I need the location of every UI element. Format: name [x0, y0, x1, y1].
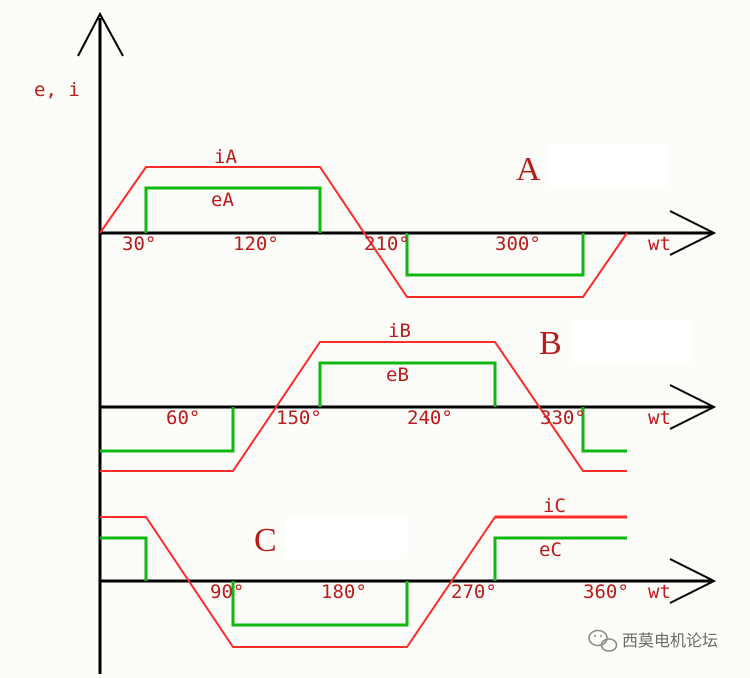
phase-b-axis-label: wt	[648, 407, 671, 429]
phase-b-current-waveform	[100, 341, 627, 472]
phase-c-emf-waveform-negative	[231, 581, 409, 627]
phase-c-current-label: iC	[543, 495, 566, 517]
phase-c-emf-label: eC	[539, 539, 562, 561]
phase-b-tick-label: 240°	[407, 407, 453, 429]
phase-b-label: B	[539, 325, 562, 362]
phase-c-tick-label: 360°	[583, 581, 629, 603]
phase-a-tick-label: 120°	[233, 233, 279, 255]
phase-a-emf-waveform-negative	[405, 233, 585, 277]
phase-b-tick-label: 60°	[166, 407, 200, 429]
vertical-axis	[77, 11, 124, 674]
y-axis-label: e, i	[34, 79, 80, 101]
phase-b-emf-waveform	[100, 407, 235, 453]
watermark: 西莫电机论坛	[588, 629, 718, 652]
phase-a-current-label: iA	[214, 146, 237, 168]
phase-a-panel	[548, 145, 669, 186]
phase-b-group: B iB eB 60° 150° 240° 330° wt	[100, 320, 717, 472]
phase-a-emf-label: eA	[211, 189, 234, 211]
phase-b-emf-waveform-negative	[581, 407, 627, 453]
phase-b-time-axis	[100, 384, 717, 430]
phase-a-group: A iA eA 30° 120° 210° 300° wt	[99, 145, 717, 298]
phase-c-tick-label: 180°	[321, 581, 367, 603]
phase-b-panel	[571, 321, 692, 362]
phase-c-emf-waveform-positive	[493, 536, 627, 581]
phase-a-label: A	[516, 151, 541, 188]
phase-b-emf-waveform-positive	[318, 361, 497, 407]
phase-c-axis-label: wt	[648, 581, 671, 603]
watermark-text: 西莫电机论坛	[622, 631, 718, 650]
phase-b-current-label: iB	[388, 320, 411, 342]
phase-c-tick-label: 90°	[210, 581, 244, 603]
phase-a-current-waveform	[99, 166, 628, 298]
phase-c-emf-waveform	[100, 536, 148, 581]
phase-a-axis-label: wt	[648, 233, 671, 255]
phase-a-tick-label: 300°	[495, 233, 541, 255]
phase-c-tick-label: 270°	[451, 581, 497, 603]
phase-b-emf-label: eB	[386, 364, 409, 386]
phase-a-tick-label: 30°	[122, 233, 156, 255]
phase-a-emf-waveform	[144, 186, 322, 233]
phase-a-tick-label: 210°	[364, 233, 410, 255]
phase-c-group: C iC eC 90° 180° 270° 360° wt	[100, 495, 717, 648]
wechat-icon	[588, 629, 618, 652]
phase-c-label: C	[254, 522, 277, 559]
phase-b-tick-label: 150°	[276, 407, 322, 429]
phase-b-tick-label: 330°	[540, 407, 586, 429]
phase-c-panel	[286, 518, 407, 559]
